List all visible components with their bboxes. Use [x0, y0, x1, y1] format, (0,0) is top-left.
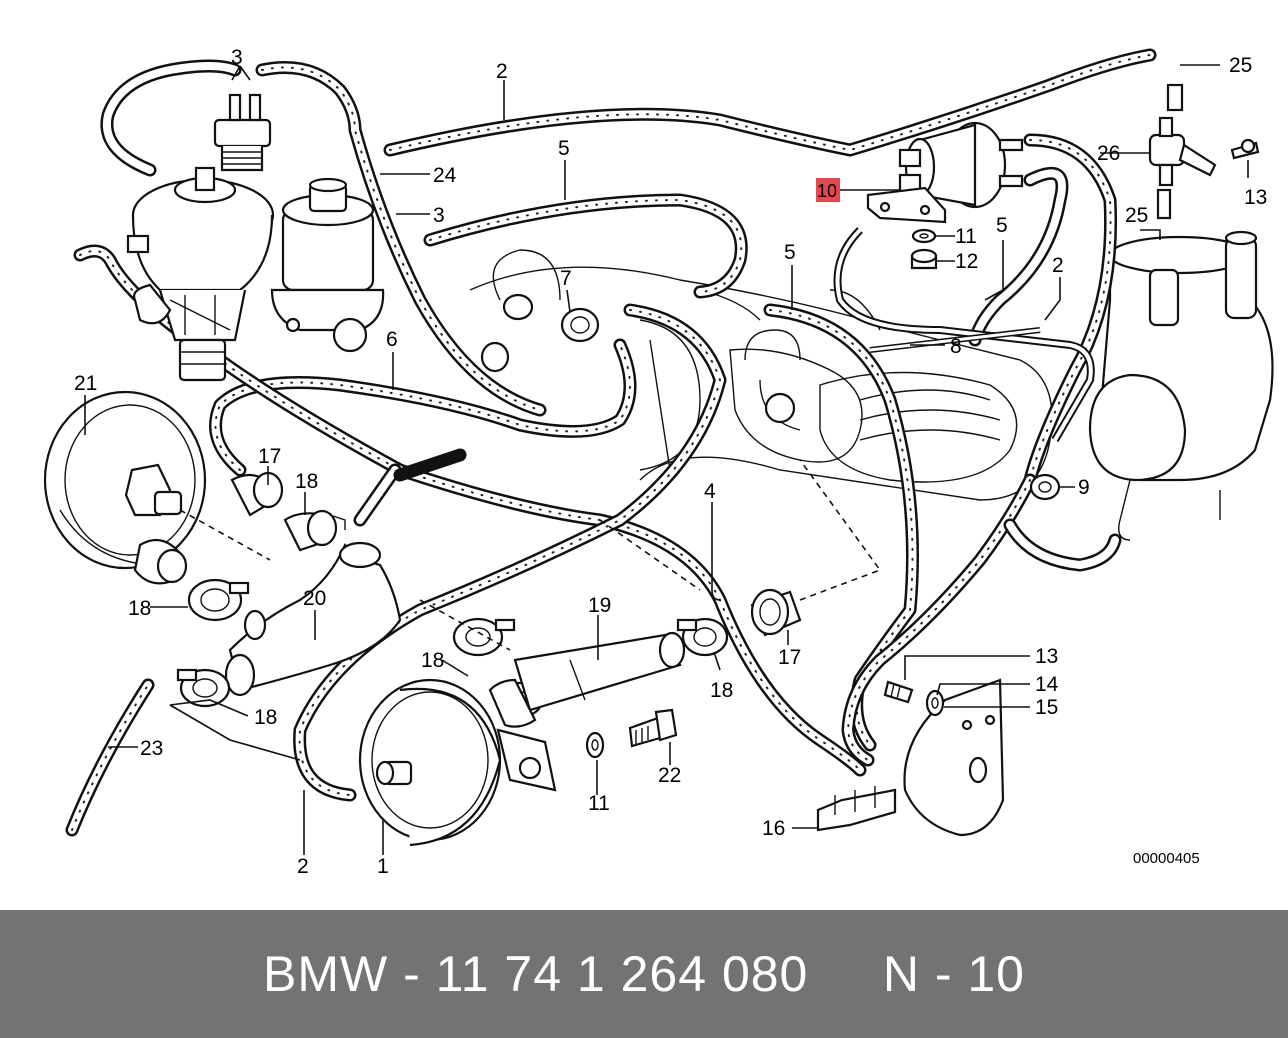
hose-sleeve-17-right [750, 588, 802, 637]
callout-label: 13 [1035, 645, 1058, 668]
callout-label: 18 [710, 679, 733, 702]
callout-label: 11 [588, 792, 610, 815]
callout-label: 24 [433, 164, 457, 187]
callout-label: 12 [955, 250, 978, 273]
callout-label: 13 [1244, 186, 1267, 209]
callout-label: 9 [1078, 476, 1090, 499]
hose-sleeves-left [133, 471, 346, 585]
callout-label: 3 [433, 204, 445, 227]
bolt-13-bottom [883, 680, 914, 704]
callout-label: 8 [950, 335, 962, 358]
callout-label: 18 [128, 597, 151, 620]
callout-label: 17 [778, 646, 801, 669]
callout-label: 5 [996, 214, 1008, 237]
callout-label: 18 [254, 706, 277, 729]
callout-label: 20 [303, 587, 326, 610]
callout-label: 2 [496, 60, 508, 83]
inline-filter-19 [488, 631, 686, 728]
callout-label callout-10: 10 [817, 181, 837, 201]
metal-vacuum-pipe [833, 227, 1095, 443]
switch-26 [1148, 83, 1260, 220]
vacuum-unit-21 [43, 390, 207, 570]
callout-label: 11 [955, 225, 977, 248]
callout-label: 18 [295, 470, 318, 493]
callout-label: 6 [386, 328, 398, 351]
callout-label: 14 [1035, 673, 1059, 696]
callout-label: 1 [377, 855, 389, 878]
callout-label: 23 [140, 737, 163, 760]
callout-label: 2 [297, 855, 309, 878]
nut-12 [910, 248, 938, 270]
vacuum-hose-exploded-diagram: 3 2 25 24 5 3 26 10 13 11 12 25 5 5 2 7 … [43, 46, 1274, 878]
callout-label: 19 [588, 594, 611, 617]
callout-label: 22 [658, 764, 681, 787]
callout-label: 21 [74, 372, 97, 395]
bracket-15 [903, 678, 1005, 837]
hose-sleeve-7 [480, 293, 600, 373]
grommet-9 [1029, 473, 1061, 501]
callout-label: 25 [1125, 204, 1148, 227]
part-number-text: BMW - 11 74 1 264 080 N - 10 [263, 946, 1025, 1002]
callout-label: 26 [1097, 142, 1120, 165]
washer-14 [925, 689, 945, 717]
bolt-22 [628, 708, 678, 748]
callout-label: 5 [784, 241, 796, 264]
callout-label: 15 [1035, 696, 1058, 719]
callout-label: 3 [231, 46, 243, 69]
vacuum-reservoir-filter [270, 177, 385, 353]
callout-label: 5 [558, 137, 570, 160]
clip-16 [816, 786, 897, 832]
vacuum-hoses [65, 48, 1157, 837]
washer-11-top [911, 228, 937, 244]
callout-leader-lines [84, 64, 1249, 855]
pressure-converter-10 [866, 121, 1024, 224]
callout-label: 16 [762, 817, 785, 840]
callout-10-highlight [816, 178, 840, 202]
thermo-vacuum-switch [213, 93, 272, 172]
callout-label: 17 [258, 445, 281, 468]
callout-label: 4 [704, 480, 716, 503]
callout-label: 2 [1052, 254, 1064, 277]
callout-label: 25 [1229, 54, 1252, 77]
vacuum-unit-1 [358, 678, 557, 847]
intake-manifold-background [469, 230, 1274, 541]
washer-11-bottom [585, 731, 605, 759]
callout-label: 18 [421, 649, 444, 672]
diagram-reference-code: 00000405 [1133, 850, 1200, 867]
callout-label: 7 [560, 267, 572, 290]
y-piece-20 [224, 541, 402, 697]
callout-labels: 3 2 25 24 5 3 26 10 13 11 12 25 5 5 2 7 … [74, 46, 1267, 878]
egr-valve [126, 166, 275, 382]
part-number-banner: BMW - 11 74 1 264 080 N - 10 [0, 910, 1288, 1038]
